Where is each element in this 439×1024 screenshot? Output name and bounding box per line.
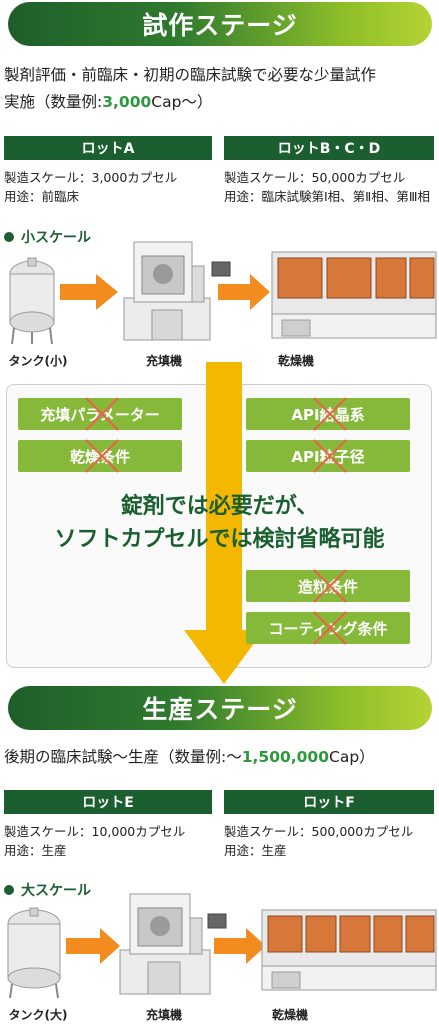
omission-message-line1: 錠剤では必要だが、 [120, 494, 319, 519]
dryer-icon [261, 909, 437, 991]
lot-a-scale: 製造スケール：3,000カプセル [4, 170, 178, 185]
small-scale-text: 小スケール [21, 230, 91, 246]
lot-bcd-use: 用途：臨床試験第Ⅰ相、第Ⅱ相、第Ⅲ相 [224, 189, 430, 204]
prod-desc-suffix: Cap） [329, 748, 375, 766]
param-api-crystal: API結晶系 [246, 398, 410, 430]
trial-desc-line1: 製剤評価・前臨床・初期の臨床試験で必要な少量試作 [4, 66, 377, 84]
orange-arrow-icon [60, 274, 118, 310]
trial-stage-banner: 試作ステージ [8, 2, 432, 46]
param-filling-parameters: 充填パラメーター [18, 398, 182, 430]
large-scale-equipment-illustration [7, 893, 437, 999]
cross-mark-icon [85, 439, 119, 473]
large-dryer-label: 乾燥機 [271, 1008, 308, 1022]
production-stage-description: 後期の臨床試験〜生産（数量例:〜1,500,000Cap） [4, 744, 375, 771]
production-stage-title: 生産ステージ [142, 695, 298, 724]
omission-message: 錠剤では必要だが、 ソフトカプセルでは検討省略可能 [0, 490, 439, 556]
lot-bcd-details: 製造スケール：50,000カプセル 用途：臨床試験第Ⅰ相、第Ⅱ相、第Ⅲ相 [224, 168, 430, 206]
lot-e-header-label: ロットE [82, 795, 134, 811]
param-drying-conditions: 乾燥条件 [18, 440, 182, 472]
cross-mark-icon [85, 397, 119, 431]
param-api-crystal-label: API結晶系 [291, 405, 365, 424]
param-filling-label: 充填パラメーター [40, 405, 160, 424]
cross-mark-icon [313, 397, 347, 431]
prod-desc-prefix: 後期の臨床試験〜生産（数量例:〜 [4, 748, 242, 766]
lot-f-scale: 製造スケール：500,000カプセル [224, 824, 414, 839]
dryer-icon [271, 251, 437, 339]
filling-machine-icon [119, 893, 227, 995]
lot-f-details: 製造スケール：500,000カプセル 用途：生産 [224, 822, 413, 860]
bullet-dot-icon [4, 232, 14, 242]
big-down-arrow-icon [184, 362, 264, 684]
large-filling-machine-label: 充填機 [145, 1008, 182, 1022]
small-scale-label: 小スケール [4, 227, 91, 247]
cross-mark-icon [313, 569, 347, 603]
lot-a-header: ロットA [4, 136, 212, 160]
param-coating-label: コーティング条件 [268, 619, 388, 638]
param-drying-label: 乾燥条件 [69, 447, 130, 466]
param-api-particle-label: API粒子径 [291, 447, 365, 466]
trial-stage-description: 製剤評価・前臨床・初期の臨床試験で必要な少量試作 実施（数量例:3,000Cap… [4, 62, 376, 116]
large-scale-text: 大スケール [21, 883, 91, 899]
trial-desc-prefix: 実施（数量例: [4, 93, 103, 111]
lot-a-use: 用途：前臨床 [4, 189, 80, 204]
lot-a-header-label: ロットA [81, 141, 135, 157]
small-dryer-label: 乾燥機 [277, 354, 314, 368]
lot-e-details: 製造スケール：10,000カプセル 用途：生産 [4, 822, 185, 860]
lot-f-header: ロットF [224, 790, 434, 814]
orange-arrow-icon [214, 928, 266, 964]
large-tank-label: タンク(大) [8, 1008, 68, 1022]
tank-icon [9, 257, 55, 345]
trial-desc-line2: 実施（数量例:3,000Cap〜） [4, 89, 376, 116]
cross-mark-icon [313, 611, 347, 645]
production-stage-banner: 生産ステージ [8, 686, 432, 730]
lot-bcd-header: ロットB・C・D [224, 136, 434, 160]
bullet-dot-icon [4, 885, 14, 895]
lot-f-use: 用途：生産 [224, 843, 287, 858]
param-coating: コーティング条件 [246, 612, 410, 644]
lot-a-details: 製造スケール：3,000カプセル 用途：前臨床 [4, 168, 177, 206]
filling-machine-icon [123, 241, 231, 341]
lot-bcd-scale: 製造スケール：50,000カプセル [224, 170, 406, 185]
param-api-particle: API粒子径 [246, 440, 410, 472]
small-tank-label: タンク(小) [8, 354, 68, 368]
trial-desc-suffix: Cap〜） [151, 93, 213, 111]
lot-bcd-header-label: ロットB・C・D [277, 141, 381, 157]
orange-arrow-icon [218, 274, 270, 310]
omission-message-line2: ソフトカプセルでは検討省略可能 [54, 527, 385, 552]
cross-mark-icon [313, 439, 347, 473]
lot-e-header: ロットE [4, 790, 212, 814]
large-scale-label: 大スケール [4, 880, 91, 900]
orange-arrow-icon [66, 928, 120, 964]
small-filling-machine-label: 充填機 [145, 354, 182, 368]
lot-e-scale: 製造スケール：10,000カプセル [4, 824, 186, 839]
trial-desc-number: 3,000 [102, 93, 152, 111]
trial-stage-title: 試作ステージ [142, 11, 298, 40]
prod-desc-number: 1,500,000 [241, 748, 330, 766]
tank-icon [7, 907, 61, 999]
lot-e-use: 用途：生産 [4, 843, 67, 858]
param-granulation: 造粒条件 [246, 570, 410, 602]
small-scale-equipment-illustration [9, 241, 437, 345]
lot-f-header-label: ロットF [303, 795, 355, 811]
param-granulation-label: 造粒条件 [297, 577, 358, 596]
